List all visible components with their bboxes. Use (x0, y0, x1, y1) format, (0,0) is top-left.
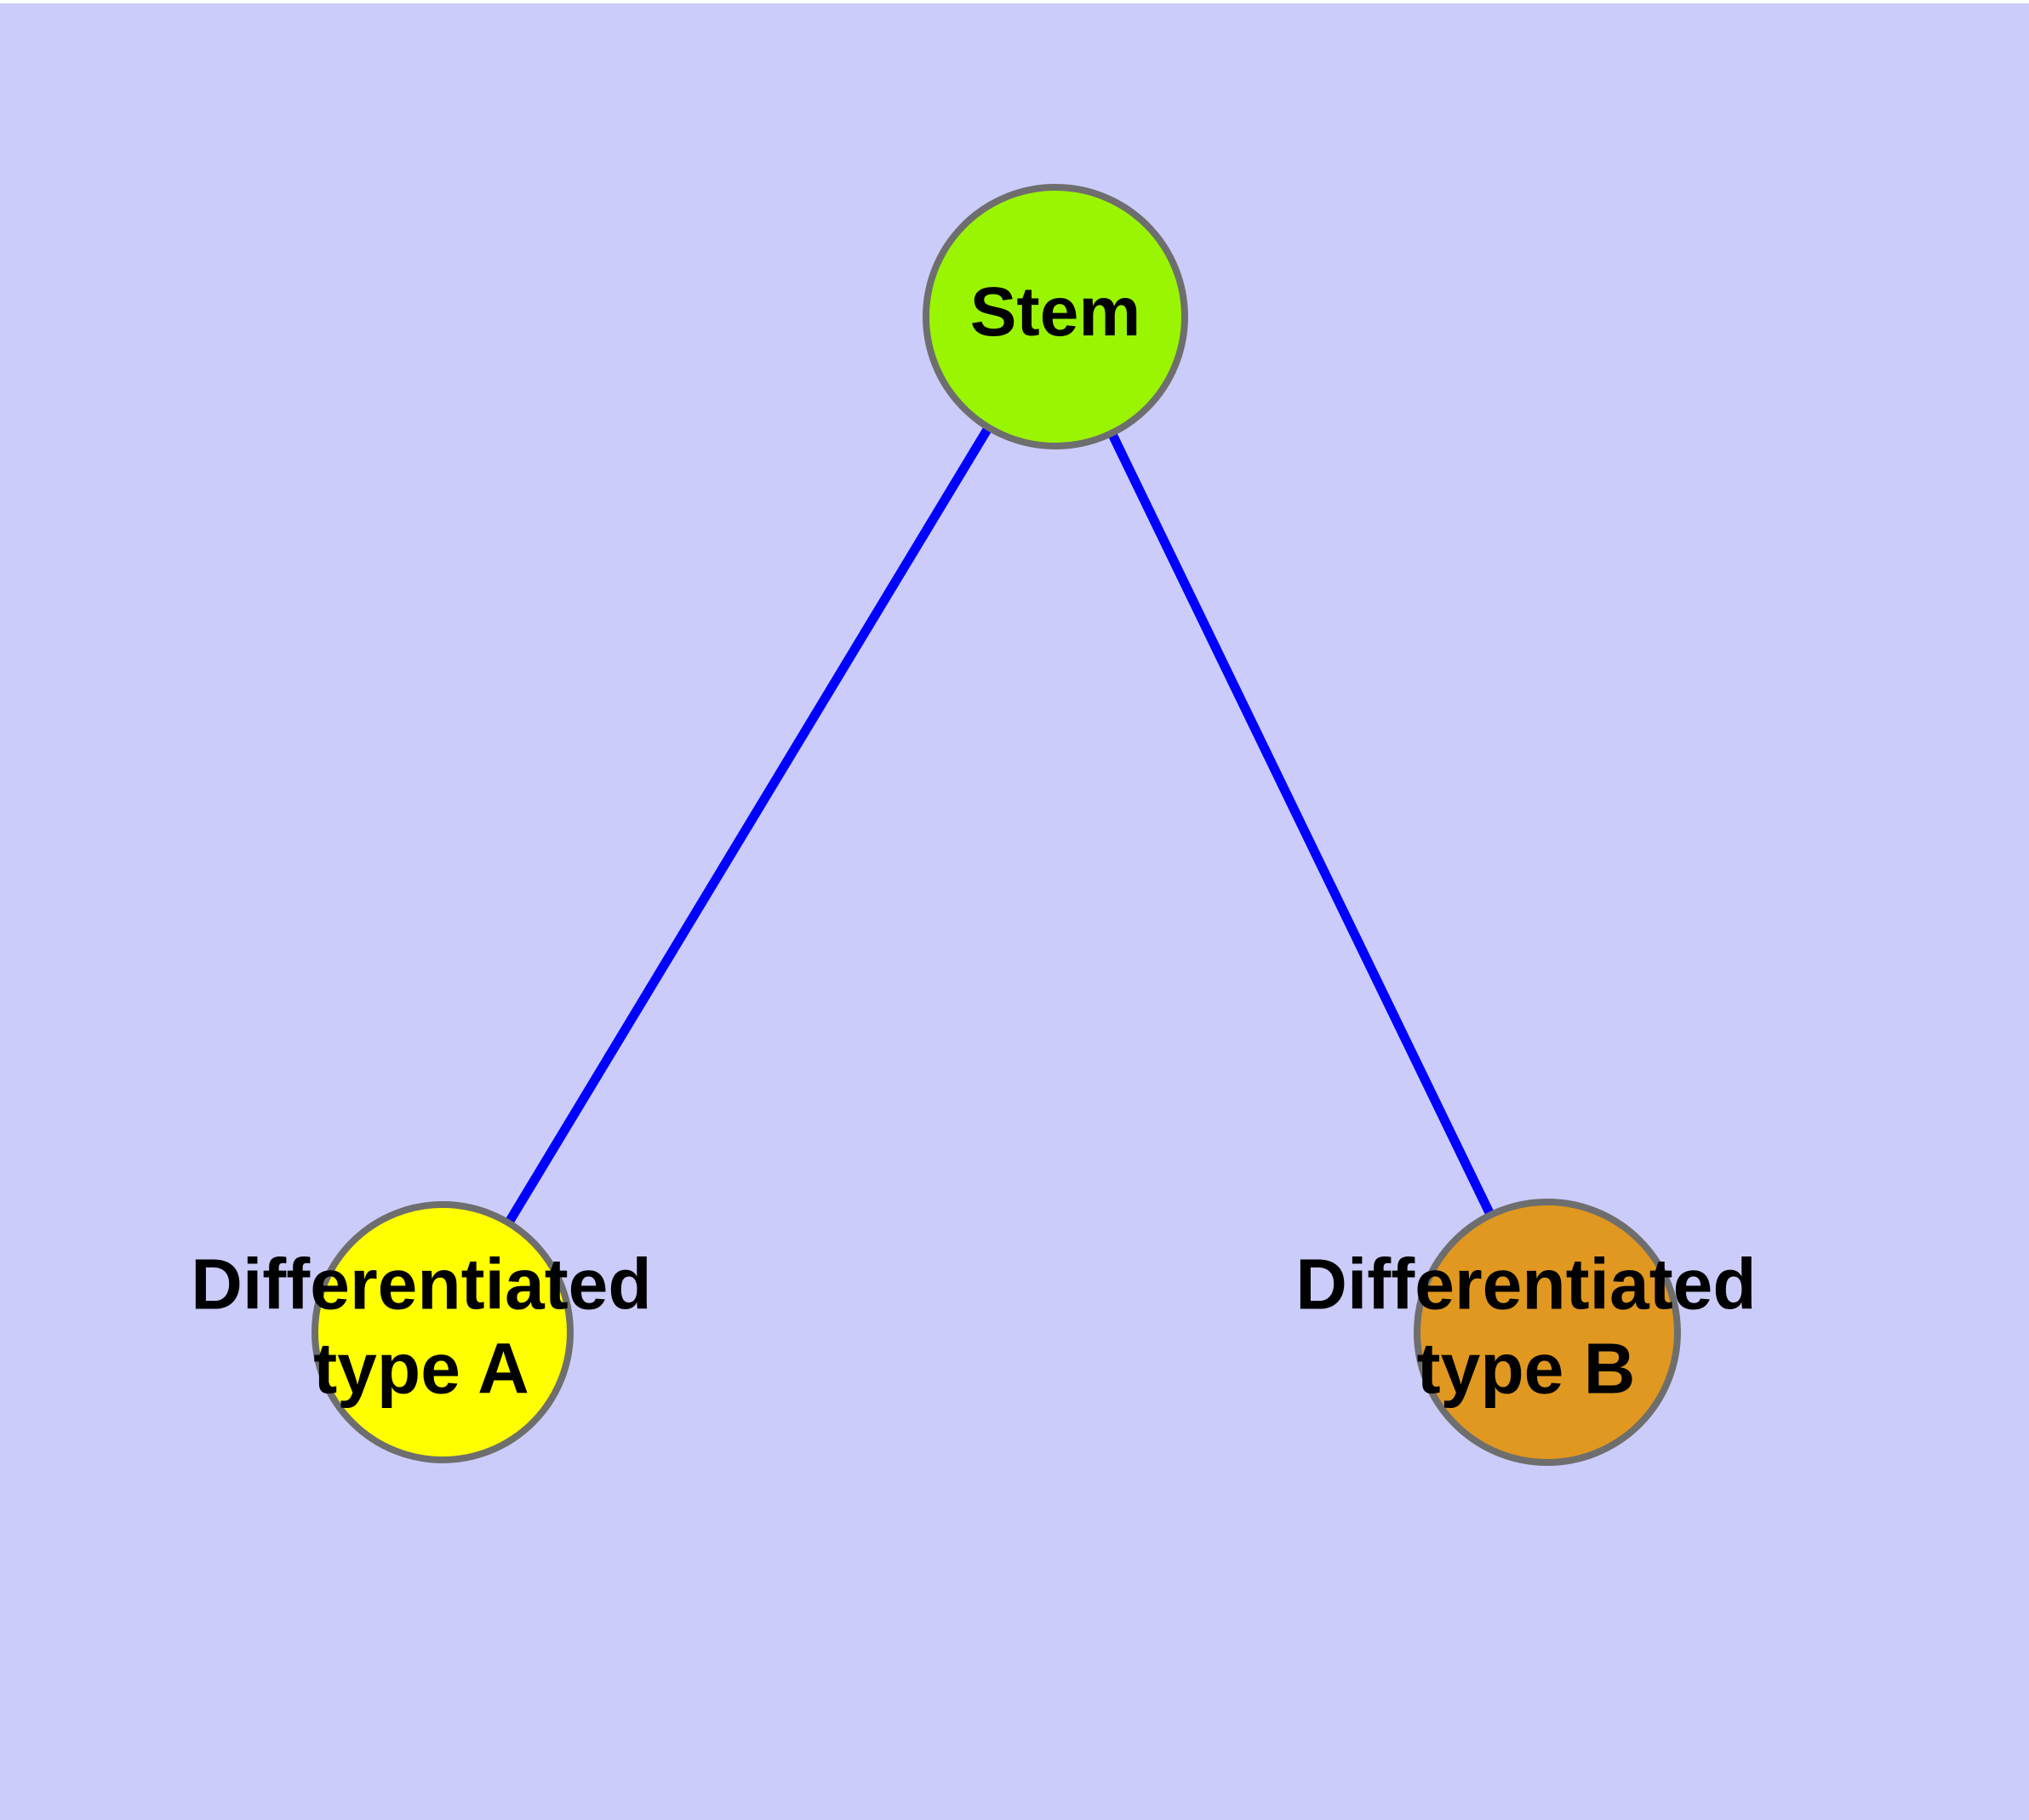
node-label-line: Differentiated (1295, 1245, 1756, 1325)
node-stem[interactable]: Stem (923, 184, 1188, 449)
edges-layer (438, 314, 1552, 1335)
node-label-stem: Stem (970, 273, 1141, 351)
edge-stem-to-diff_b[interactable] (1051, 314, 1552, 1335)
node-label-line: Differentiated (191, 1245, 651, 1325)
node-circle-diff_b[interactable] (1414, 1199, 1681, 1466)
node-circle-diff_a[interactable] (311, 1201, 574, 1463)
node-circle-stem[interactable] (923, 184, 1188, 449)
node-label-line: Stem (970, 273, 1141, 351)
edge-stem-to-diff_a[interactable] (438, 314, 1060, 1335)
node-label-line: type A (313, 1329, 529, 1409)
node-label-line: type B (1417, 1329, 1636, 1409)
